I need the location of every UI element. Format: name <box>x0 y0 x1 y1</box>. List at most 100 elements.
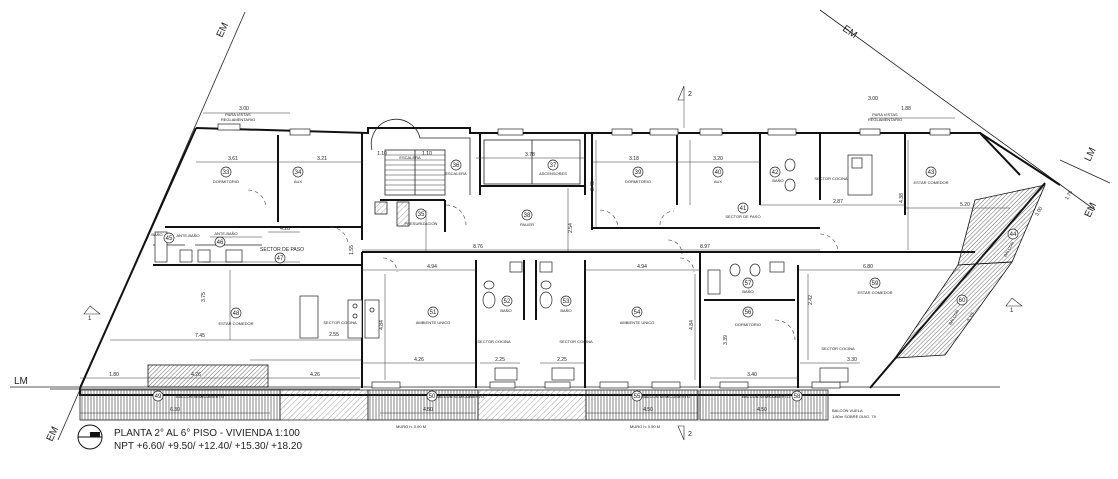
dim-255: 2.55 <box>329 332 339 338</box>
section-mark-bottom: 2 <box>688 431 692 438</box>
room-60-num: 60 <box>959 298 966 304</box>
fixtures <box>154 154 873 383</box>
dim-680: 6.80 <box>863 264 873 270</box>
room-45-num: 45 <box>166 236 173 242</box>
em-bottom-left: EM <box>45 425 61 443</box>
dim-110b: 1.10 <box>422 151 432 157</box>
room-37-num: 37 <box>550 163 557 169</box>
room-36-num: 36 <box>453 163 460 169</box>
room-34-name: AUX <box>294 179 303 184</box>
dimension-texts: 3.00 PARA VISTAS REGLAMENTARIO 3.00 1.88… <box>109 96 1074 413</box>
dim-225b: 2.25 <box>557 357 567 363</box>
room-33-name: DORMITORIO <box>213 179 239 184</box>
dim-361: 3.61 <box>228 156 238 162</box>
dim-225a: 2.25 <box>495 357 505 363</box>
interior-walls <box>153 133 975 388</box>
room-57-name: BAÑO <box>742 289 753 294</box>
dim-897: 8.97 <box>700 244 710 250</box>
room-40-name: AUX <box>714 179 723 184</box>
sector-cocina-a: SECTOR COCINA <box>323 320 357 325</box>
dimension-lines <box>80 140 1010 414</box>
dim-876: 8.76 <box>473 244 483 250</box>
section-1-right: 1 <box>1010 308 1014 314</box>
escalera-top: ESCALERA <box>399 155 421 160</box>
room-55-num: 55 <box>634 394 641 400</box>
section-mark-top: 2 <box>688 91 692 98</box>
room-51-name: AMBIENTE UNICO <box>416 320 450 325</box>
em-right: EM <box>1083 201 1099 219</box>
room-35-num: 35 <box>418 212 425 218</box>
balcon-vuela: BALCON VUELA <box>832 408 863 413</box>
room-34-num: 34 <box>295 170 302 176</box>
room-46-name: ANTE-BAÑO <box>214 231 237 236</box>
room-56-num: 56 <box>745 310 752 316</box>
room-41-num: 41 <box>740 206 747 212</box>
dim-254: 2.54 <box>568 223 574 233</box>
room-tags <box>152 159 1019 402</box>
room-42-name: BAÑO <box>772 178 783 183</box>
lm-left: LM <box>14 376 28 387</box>
dim-426a: 4.26 <box>280 226 290 232</box>
room-51-num: 51 <box>430 310 437 316</box>
room-38-name: PALIER <box>520 222 534 227</box>
room-47-num: 47 <box>277 256 284 262</box>
room-36-name: ESCALERA <box>445 171 467 176</box>
em-top-left: EM <box>215 21 231 39</box>
dim-180: 1.80 <box>109 372 119 378</box>
sector-cocina-e: SECTOR COCINA <box>814 176 848 181</box>
dim-110a: 1.10 <box>377 151 387 157</box>
room-52-num: 52 <box>504 299 511 305</box>
dim-745: 7.45 <box>195 333 205 339</box>
balcon-vuela-2: 1.80m SOBRE DIAG. 79 <box>832 414 877 419</box>
room-45-name: BAÑO <box>151 232 162 237</box>
dim-155: 1.55 <box>349 245 355 255</box>
sector-cocina-c: SECTOR COCINA <box>559 339 593 344</box>
room-42-num: 42 <box>772 170 779 176</box>
section-1-left: 1 <box>88 316 92 322</box>
room-49-num: 49 <box>155 394 162 400</box>
room-47-name: SECTOR DE PASO <box>260 247 304 253</box>
dim-484a: 4.84 <box>379 320 385 330</box>
room-55-name: BALCON SEMICUBIERTO <box>642 394 690 399</box>
dim-494a: 4.94 <box>427 264 437 270</box>
dim-310: 3.10 <box>966 312 976 324</box>
room-57-num: 57 <box>745 281 752 287</box>
dim-300-left: 3.00 <box>239 106 249 112</box>
room-39-name: DORMITORIO <box>625 179 651 184</box>
stair-core <box>370 118 581 227</box>
dim-345: 3.45 <box>590 181 596 191</box>
room-40-num: 40 <box>715 170 722 176</box>
dim-426d: 4.26 <box>310 372 320 378</box>
room-58-name: BALCON SEMICUBIERTO <box>742 394 790 399</box>
room-37-name: ASCENSORES <box>539 171 567 176</box>
sector-cocina-b: SECTOR COCINA <box>477 339 511 344</box>
room-names: DORMITORIO AUX PRESURIZACION ESCALERA AS… <box>151 155 1015 399</box>
dim-378: 3.78 <box>525 152 535 158</box>
windows <box>217 123 951 389</box>
room-numbers: 33 34 35 36 37 38 39 40 41 42 43 44 45 4… <box>155 163 1017 400</box>
room-35-name: PRESURIZACION <box>405 221 438 226</box>
room-48-name: ESTAR COMEDOR <box>218 321 253 326</box>
para-vistas-left: PARA VISTAS <box>225 112 251 117</box>
room-53-num: 53 <box>563 299 570 305</box>
dim-318: 3.18 <box>629 156 639 162</box>
dim-375: 3.75 <box>201 292 207 302</box>
room-53-name: BAÑO <box>560 308 571 313</box>
room-50-num: 50 <box>429 394 436 400</box>
para-vistas-right: PARA VISTAS <box>872 112 898 117</box>
room-49-name: BALCON SEMICUBIERTO <box>176 394 224 399</box>
dim-321: 3.21 <box>317 156 327 162</box>
room-39-num: 39 <box>635 170 642 176</box>
lm-right: LM <box>1083 146 1099 163</box>
dim-426c: 4.26 <box>191 372 201 378</box>
plan-levels: NPT +6.60/ +9.50/ +12.40/ +15.30/ +18.20 <box>114 441 302 452</box>
room-46-num: 46 <box>217 240 224 246</box>
room-52-name: BAÑO <box>500 308 511 313</box>
reglamentario-left: REGLAMENTARIO <box>221 117 255 122</box>
room-44-num: 44 <box>1010 232 1017 238</box>
room-54-num: 54 <box>634 310 641 316</box>
dim-300-right: 3.00 <box>868 96 878 102</box>
room-38-num: 38 <box>524 213 531 219</box>
room-50-name: BALCON SEMICUBIERTO <box>436 394 484 399</box>
